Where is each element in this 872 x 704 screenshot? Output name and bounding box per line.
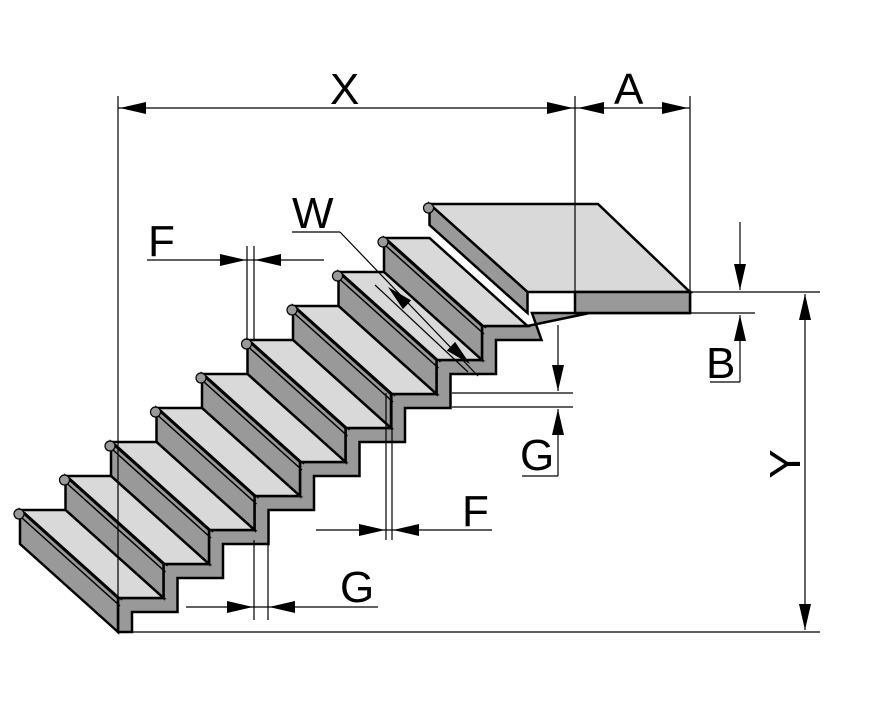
label-f-top: F	[148, 217, 175, 266]
arrow-b-top	[734, 264, 746, 290]
arrow-a-right	[662, 102, 688, 114]
staircase	[13, 201, 694, 635]
step-nose-cap	[13, 508, 25, 520]
label-a: A	[614, 65, 644, 114]
step-nose-cap	[377, 236, 389, 248]
step-nose-cap	[286, 304, 298, 316]
step-nosing-line	[250, 341, 351, 431]
label-f-bottom: F	[462, 487, 489, 536]
arrow-f-bottom-right	[393, 524, 419, 536]
step-nosing-line	[66, 483, 167, 573]
arrow-g-bottom-left	[227, 601, 253, 613]
labels: X A W F B G F G Y	[148, 65, 810, 612]
arrow-w-top	[388, 287, 412, 310]
step-nose-cap	[104, 440, 116, 452]
label-b: B	[706, 339, 735, 388]
step-nosing-line	[159, 409, 260, 499]
step-nosing-line	[114, 443, 214, 533]
arrow-g-right-top	[552, 365, 564, 391]
label-y: Y	[761, 449, 810, 478]
step-nosing-line	[248, 347, 349, 437]
arrow-f-bottom-left	[359, 524, 385, 536]
landing-slab	[573, 290, 692, 315]
step-nose-cap	[240, 338, 253, 350]
step-nosing-line	[157, 415, 258, 505]
arrow-f-top-right	[255, 254, 281, 266]
arrow-g-right-bottom	[552, 409, 564, 435]
step-nosing-line	[385, 245, 485, 335]
label-w: W	[292, 189, 334, 238]
step-nosing-line	[294, 313, 394, 403]
landing-nosing-face	[428, 201, 529, 316]
step-nose-cap	[149, 406, 162, 418]
step-nosing-line	[205, 375, 305, 465]
dimension-line-w	[374, 284, 469, 373]
arrow-x-left	[120, 102, 146, 114]
arrow-f-top-left	[220, 254, 246, 266]
arrow-x-right	[547, 102, 573, 114]
arrow-y-bottom	[799, 604, 811, 630]
step-nosing-line	[203, 381, 303, 471]
step-nose-cap	[195, 372, 207, 384]
arrow-g-bottom-right	[269, 601, 295, 613]
step-nose-cap	[331, 270, 344, 282]
arrow-b-bottom	[734, 315, 746, 341]
dimension-lines	[117, 96, 820, 633]
landing-nose-cap	[422, 202, 435, 214]
step-nosing-line	[23, 511, 123, 601]
step-nosing-line	[341, 273, 442, 363]
step-nosing-line	[21, 517, 121, 607]
step-nosing-line	[387, 239, 487, 329]
label-x: X	[330, 65, 359, 114]
step-nosing-line	[112, 449, 212, 539]
arrowheads	[120, 102, 811, 630]
arrow-a-left	[578, 102, 604, 114]
step-nosing-line	[296, 307, 396, 397]
label-g-right: G	[520, 431, 554, 480]
arrow-y-top	[799, 294, 811, 320]
step-nosing-line	[339, 279, 440, 369]
step-nose-cap	[58, 474, 71, 486]
label-g-bottom: G	[340, 563, 374, 612]
arrow-w-bottom	[446, 341, 470, 364]
